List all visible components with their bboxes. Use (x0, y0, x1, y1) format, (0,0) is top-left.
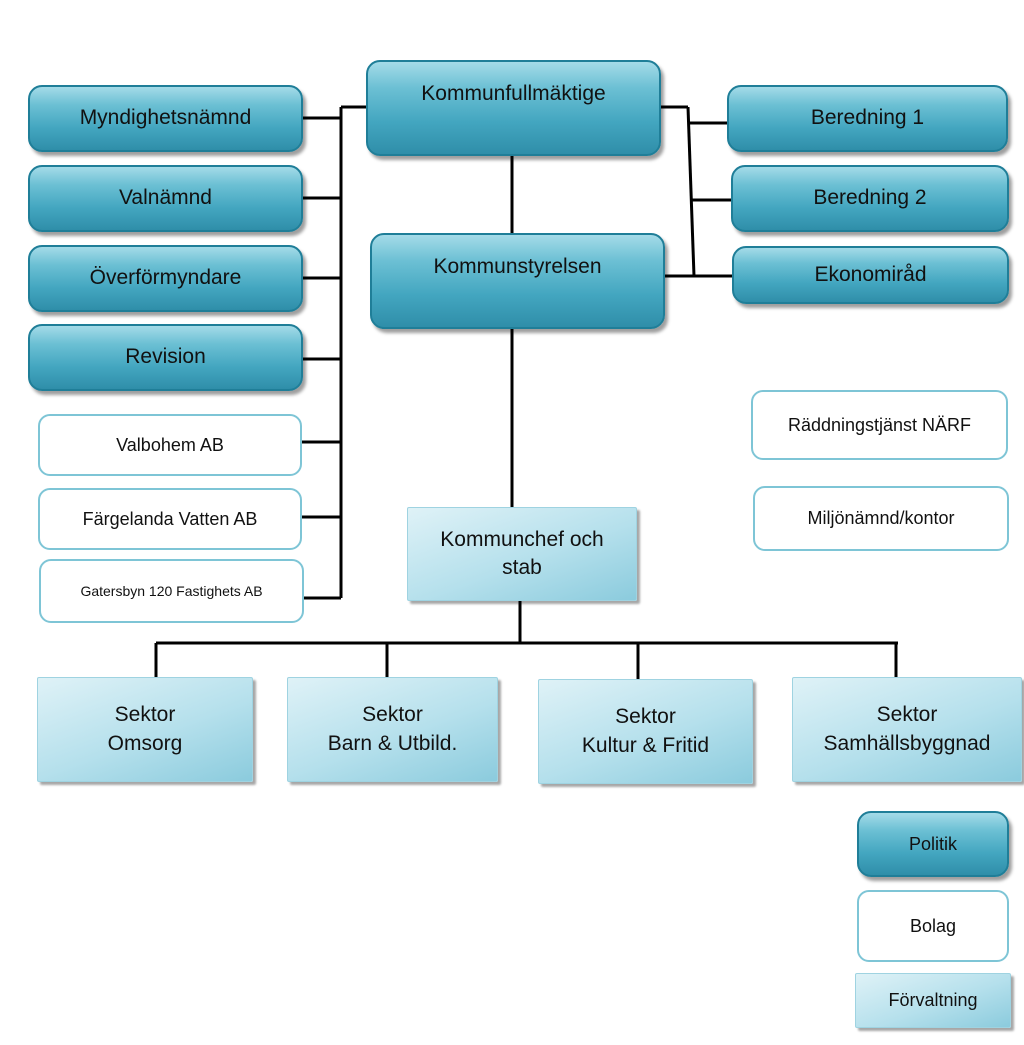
fargelanda-vatten-label: Färgelanda Vatten AB (82, 508, 258, 529)
kommunfullmaktige-label: Kommunfullmäktige (421, 82, 606, 105)
legend-bolag: Bolag (857, 890, 1009, 962)
sektor-barn-utbild-label: Sektor Barn & Utbild. (327, 703, 458, 755)
valbohem-box: Valbohem AB (38, 414, 302, 476)
beredning-1-box: Beredning 1 (727, 85, 1008, 152)
fargelanda-vatten-box: Färgelanda Vatten AB (38, 488, 302, 550)
myndighetsnamnd-box: Myndighetsnämnd (28, 85, 303, 152)
miljonamnd-label: Miljönämnd/kontor (807, 508, 955, 529)
gatersbyn-label: Gatersbyn 120 Fastighets AB (80, 582, 263, 599)
beredning-1-label: Beredning 1 (810, 106, 925, 130)
ekonomirad-label: Ekonomiråd (814, 262, 927, 286)
raddningstjanst-label: Räddningstjänst NÄRF (787, 414, 972, 435)
valnamnd-label: Valnämnd (118, 186, 212, 210)
sektor-barn-utbild-box: Sektor Barn & Utbild. (287, 677, 498, 782)
legend-forvaltning: Förvaltning (855, 973, 1011, 1028)
legend-politik: Politik (857, 811, 1009, 877)
valnamnd-box: Valnämnd (28, 165, 303, 232)
sektor-kultur-fritid-box: Sektor Kultur & Fritid (538, 679, 753, 784)
sektor-omsorg-label: Sektor Omsorg (107, 703, 183, 755)
gatersbyn-box: Gatersbyn 120 Fastighets AB (39, 559, 304, 623)
legend-politik-label: Politik (908, 833, 957, 854)
kommunstyrelsen-label: Kommunstyrelsen (433, 255, 602, 278)
revision-box: Revision (28, 324, 303, 391)
legend-bolag-label: Bolag (909, 915, 957, 936)
sektor-samhallsbyggnad-box: Sektor Samhällsbyggnad (792, 677, 1022, 782)
revision-label: Revision (125, 345, 206, 369)
overformyndare-label: Överförmyndare (89, 266, 242, 290)
myndighetsnamnd-label: Myndighetsnämnd (79, 106, 252, 130)
sektor-samhallsbyggnad-label: Sektor Samhällsbyggnad (823, 703, 991, 755)
legend-forvaltning-label: Förvaltning (888, 990, 978, 1011)
kommunfullmaktige-box: Kommunfullmäktige (366, 60, 661, 156)
raddningstjanst-box: Räddningstjänst NÄRF (751, 390, 1008, 460)
kommunchef-box: Kommunchef och stab (407, 507, 637, 601)
kommunstyrelsen-box: Kommunstyrelsen (370, 233, 665, 329)
valbohem-label: Valbohem AB (116, 434, 224, 455)
ekonomirad-box: Ekonomiråd (732, 246, 1009, 304)
beredning-2-label: Beredning 2 (813, 186, 927, 210)
sektor-kultur-fritid-label: Sektor Kultur & Fritid (581, 705, 710, 757)
kommunchef-label: Kommunchef och stab (440, 527, 604, 579)
beredning-2-box: Beredning 2 (731, 165, 1009, 232)
miljonamnd-box: Miljönämnd/kontor (753, 486, 1009, 551)
overformyndare-box: Överförmyndare (28, 245, 303, 312)
sektor-omsorg-box: Sektor Omsorg (37, 677, 253, 782)
